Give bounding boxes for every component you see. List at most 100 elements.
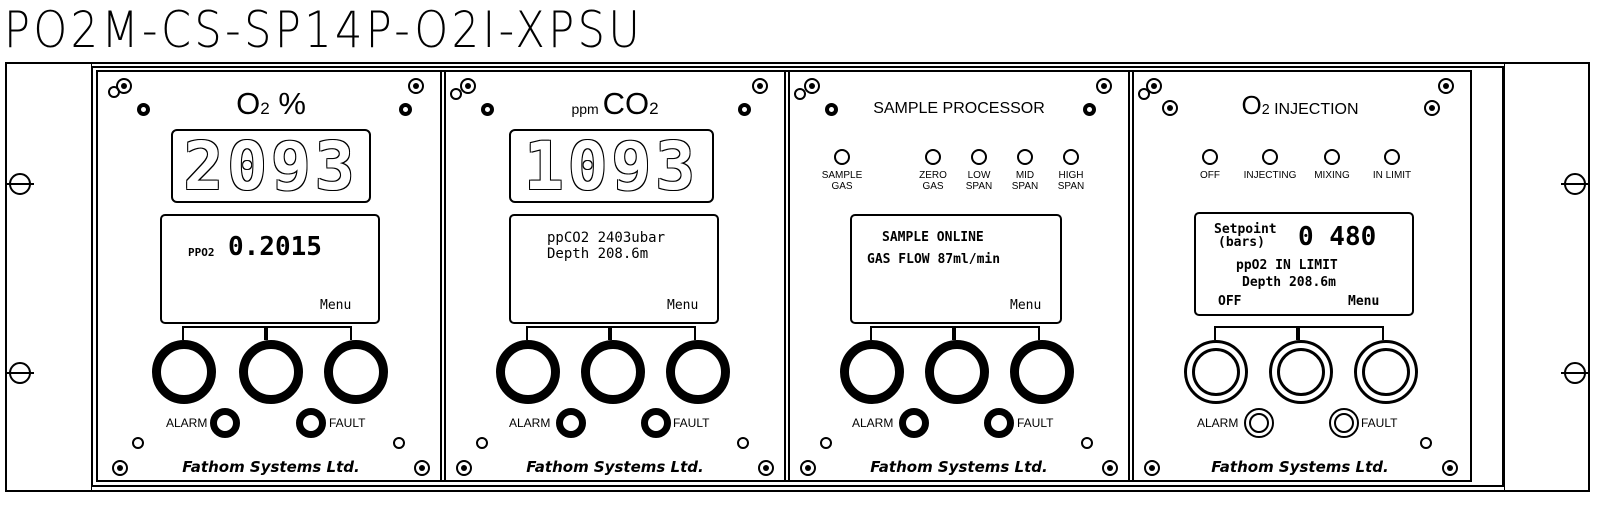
high-span-indicator [1063,149,1079,165]
mount-hole-icon [1420,437,1432,449]
softkey-button-1[interactable] [152,340,216,404]
screw-icon [1438,78,1454,94]
screw-icon [460,78,476,94]
mount-hole-icon [1081,437,1093,449]
lcd-line-1: ppO2 IN LIMIT [1236,258,1338,273]
panel-title: ppm CO2 [571,86,659,121]
softkey-bracket [526,326,610,340]
softkey-button-2[interactable] [925,340,989,404]
led-value: 1093 [524,129,699,203]
lcd-screen: Setpoint (bars) 0 480 ppO2 IN LIMIT Dept… [1194,212,1414,316]
alarm-lamp [556,408,586,438]
fault-lamp [296,408,326,438]
alarm-lamp [1244,408,1274,438]
mount-hole-icon [393,437,405,449]
screw-icon [752,78,768,94]
lcd-screen: ppCO2 2403ubar Depth 208.6m Menu [509,214,719,324]
low-span-indicator [971,149,987,165]
indicator-label: OFF [1200,170,1220,181]
panel-title: O2 % [236,86,306,121]
fault-label: FAULT [329,416,366,430]
off-indicator [1202,149,1218,165]
indicator-label: IN LIMIT [1372,170,1412,181]
screw-icon [794,88,806,100]
lcd-screen: PPO2 0.2015 Menu [160,214,380,324]
mount-hole-icon [737,437,749,449]
screw-icon [481,103,494,116]
mount-hole-icon [132,437,144,449]
screw-icon [758,460,774,476]
softkey-button-2[interactable] [581,340,645,404]
softkey-button-1[interactable] [496,340,560,404]
alarm-lamp [210,408,240,438]
rack-inner-frame [91,66,1504,487]
lcd-setpoint-label: Setpoint [1214,222,1277,237]
softkey-button-3[interactable] [1010,340,1074,404]
lcd-line-2: GAS FLOW 87ml/min [867,252,1001,267]
softkey-bracket [610,326,696,340]
lcd-label: PPO2 [188,246,215,259]
screw-icon [408,78,424,94]
screw-icon [825,103,838,116]
o2-injection-panel: O2 INJECTION OFF INJECTING MIXING IN LIM… [1128,70,1472,482]
mid-span-indicator [1017,149,1033,165]
softkey-bracket [954,326,1040,340]
alarm-lamp [899,408,929,438]
rack-frame [5,62,1590,492]
softkey-button-1[interactable] [1184,340,1248,404]
led-readout: 1093 [509,129,714,203]
fault-label: FAULT [673,416,710,430]
lcd-menu: Menu [320,298,352,313]
screw-icon [137,103,150,116]
alarm-label: ALARM [1197,416,1239,430]
lcd-line-2: Depth 208.6m [1242,275,1336,290]
alarm-label: ALARM [852,416,894,430]
lcd-line-1: ppCO2 2403ubar [547,230,666,246]
indicator-label: INJECTING [1243,170,1297,181]
softkey-button-1[interactable] [840,340,904,404]
fault-label: FAULT [1361,416,1398,430]
screw-icon [414,460,430,476]
softkey-button-2[interactable] [239,340,303,404]
lcd-menu: Menu [1348,294,1380,309]
lcd-value: 0.2015 [228,232,322,262]
lcd-line-2: Depth 208.6m [547,246,649,262]
softkey-button-3[interactable] [324,340,388,404]
screw-icon [1144,460,1160,476]
screw-icon [1442,460,1458,476]
indicator-label: MIXING [1314,170,1350,181]
o2-percent-panel: O2 % 2093 PPO2 0.2015 Menu ALARM FAULT F… [96,70,446,482]
softkey-bracket [870,326,954,340]
screw-icon [399,103,412,116]
screw-icon [1102,460,1118,476]
mount-hole-icon [476,437,488,449]
softkey-bracket [182,326,266,340]
screw-icon [450,88,462,100]
screw-icon [804,78,820,94]
co2-ppm-panel: ppm CO2 1093 ppCO2 2403ubar Depth 208.6m… [440,70,790,482]
panel-title: O2 INJECTION [1241,90,1359,120]
rack-ear-divider-right [1504,62,1505,492]
led-readout: 2093 [171,129,371,203]
screw-icon [1083,103,1096,116]
sample-gas-indicator [834,149,850,165]
softkey-button-3[interactable] [1354,340,1418,404]
rack-mount-hole [6,362,34,384]
lcd-screen: SAMPLE ONLINE GAS FLOW 87ml/min Menu [850,214,1062,324]
in-limit-indicator [1384,149,1400,165]
led-value: 2093 [183,129,359,203]
screw-icon [738,103,751,116]
lcd-setpoint-value: 0 480 [1298,222,1377,252]
lcd-menu: Menu [667,298,699,313]
softkey-button-3[interactable] [666,340,730,404]
manufacturer-name: Fathom Systems Ltd. [1211,458,1389,476]
softkey-button-2[interactable] [1269,340,1333,404]
lcd-menu: Menu [1010,298,1042,313]
screw-icon [112,460,128,476]
rack-ear-divider-left [91,62,92,492]
